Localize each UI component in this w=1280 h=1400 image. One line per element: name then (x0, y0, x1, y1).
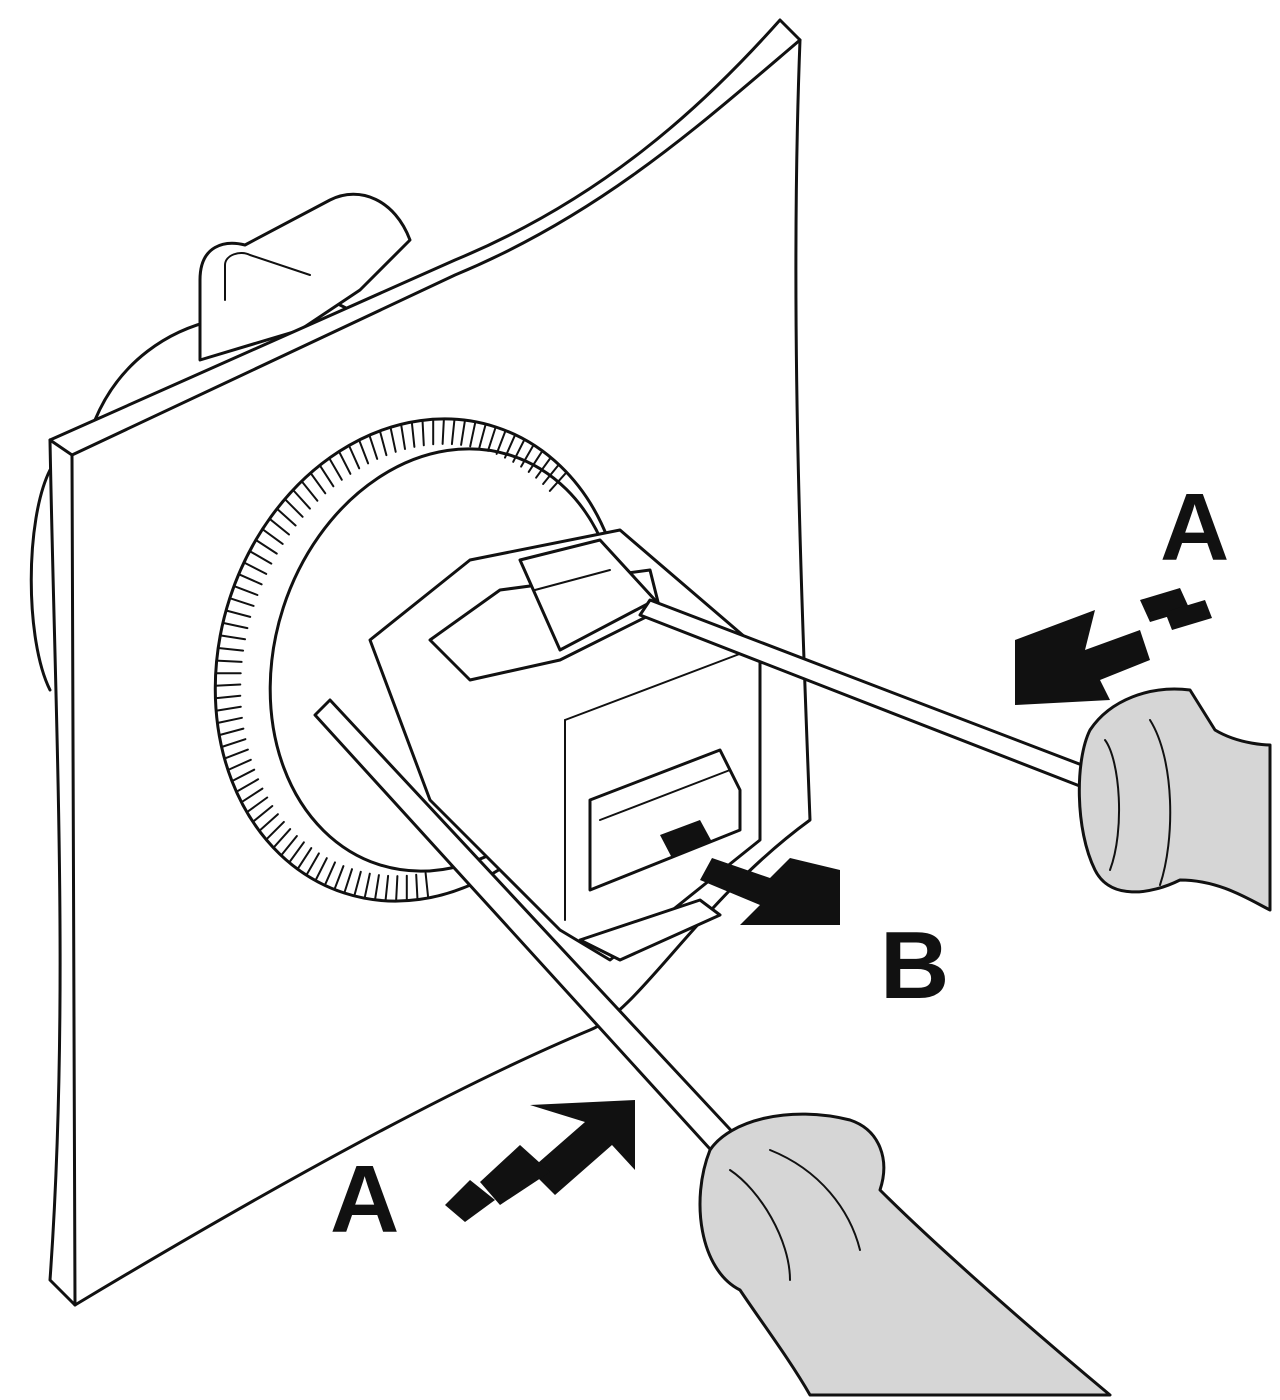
knurl-tick (478, 423, 487, 450)
knurl-tick (424, 872, 430, 899)
knurl-tick (441, 417, 445, 445)
knurl-tick (288, 841, 305, 864)
knurl-tick (353, 870, 362, 897)
knurl-tick (348, 444, 361, 470)
knurl-tick (243, 561, 268, 575)
label-a-upper: A (1160, 474, 1229, 581)
knurl-tick (527, 449, 544, 473)
knurl-tick (228, 597, 255, 607)
label-b: B (880, 912, 949, 1019)
knurl-tick (225, 609, 252, 618)
knurl-tick (487, 426, 497, 452)
knurl-tick (254, 539, 278, 555)
knurl-tick (415, 873, 419, 901)
knurl-tick (237, 573, 263, 586)
knurl-tick (384, 874, 390, 902)
knurl-tick (216, 716, 243, 724)
knurl-tick (283, 498, 304, 518)
knurl-tick (258, 813, 279, 832)
knurl-tick (374, 874, 380, 901)
knurl-tick (378, 429, 388, 457)
knurl-tick (214, 694, 242, 700)
knurl-tick (219, 634, 246, 641)
knurl-tick (520, 443, 535, 468)
knurl-tick (400, 423, 406, 450)
knurl-tick (231, 768, 256, 783)
knurl-tick (223, 748, 249, 760)
knurl-tick (245, 796, 269, 814)
knurl-tick (251, 805, 274, 823)
arrow-b (660, 820, 840, 925)
keystone-module (368, 528, 762, 962)
knurl-tick (300, 480, 319, 502)
knurl-tick (221, 621, 249, 630)
knurl-tick (358, 439, 370, 465)
knurl-tick (363, 872, 371, 900)
knurl-tick (276, 507, 297, 527)
knurl-tick (240, 787, 264, 804)
knurl-tick (450, 418, 456, 446)
knurl-tick (535, 456, 552, 479)
knurl-tick (248, 550, 273, 565)
knurl-tick (227, 758, 252, 771)
knurl-tick (314, 857, 328, 882)
knurl-tick (296, 847, 313, 871)
knurl-tick (542, 463, 560, 485)
knurl-tick (305, 852, 320, 877)
knurl-tick (338, 450, 352, 475)
knurl-tick (272, 828, 292, 849)
screwdriver-lower (313, 698, 1112, 1397)
knurl-tick (504, 433, 517, 459)
knurl-tick (233, 585, 259, 596)
knurl-tick (217, 647, 245, 652)
knurl-tick (328, 457, 343, 481)
arrow-a-upper (1015, 588, 1212, 705)
label-a-lower: A (330, 1146, 399, 1253)
knurl-tick (368, 434, 379, 460)
knurl-tick (214, 683, 242, 687)
knurl-tick (395, 875, 399, 903)
knurl-tick (389, 426, 397, 453)
knurl-tick (343, 868, 353, 894)
screwdriver-upper (638, 598, 1272, 912)
knurl-tick (215, 659, 243, 663)
knurl-tick (512, 438, 526, 463)
knurl-tick (318, 464, 335, 488)
knurl-tick (410, 421, 416, 448)
knurl-tick (235, 778, 260, 793)
knurl-tick (309, 472, 327, 495)
knurl-tick (268, 517, 290, 536)
knurl-tick (495, 429, 507, 455)
knurl-tick (292, 489, 311, 510)
knurl-tick (218, 727, 245, 737)
arrow-a-lower (445, 1100, 635, 1222)
knurl-tick (215, 705, 242, 712)
knurl-tick (421, 419, 425, 447)
knurl-tick (261, 528, 284, 545)
knurl-tick (469, 420, 477, 448)
knurl-tick (333, 865, 345, 891)
knurl-tick (265, 820, 285, 841)
knurl-tick (460, 419, 466, 446)
knurl-tick (323, 861, 336, 887)
knurl-tick (280, 835, 298, 857)
knurl-tick (220, 738, 247, 748)
knurl-tick (548, 471, 568, 492)
